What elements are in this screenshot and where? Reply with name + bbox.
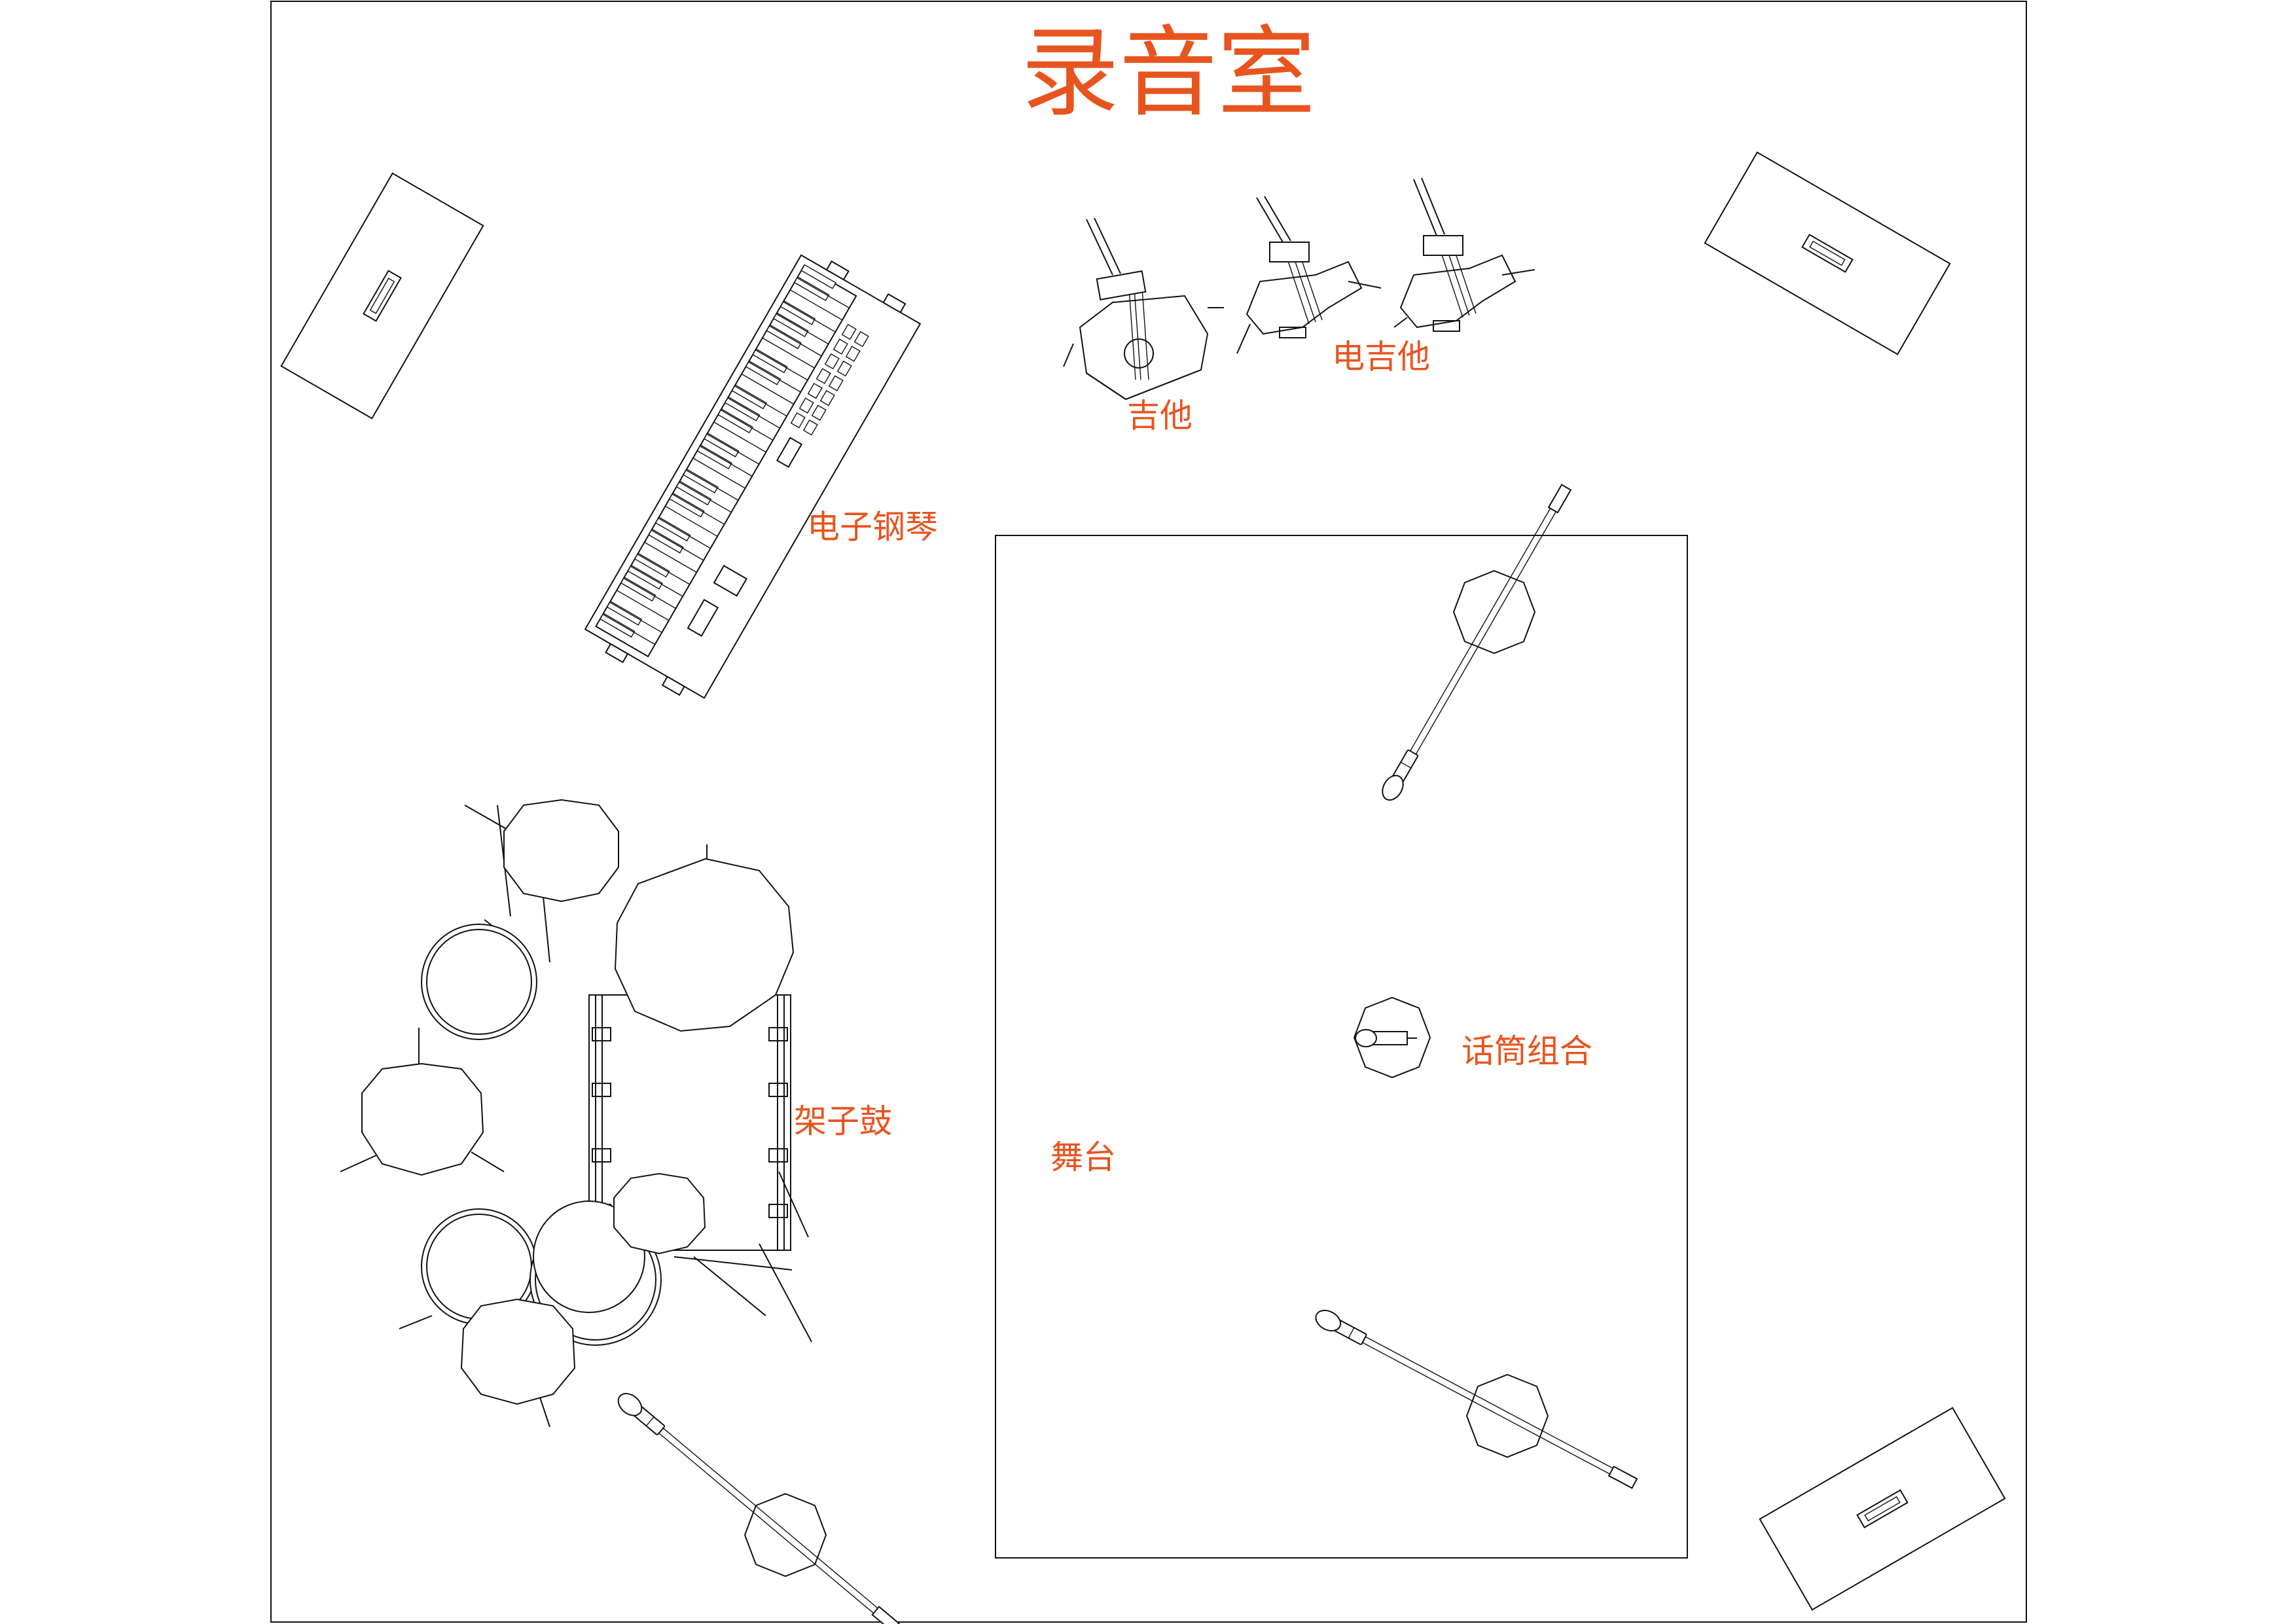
keyboard-black-key [745,360,781,386]
keyboard-key-line [776,313,829,345]
keyboard-black-key [752,348,788,374]
keyboard-key-line [651,530,704,561]
keyboard-button [841,323,857,340]
keyboard-key-line [755,350,808,381]
keyboard-black-key [683,468,719,494]
keyboard-button [833,338,848,355]
keyboard-key-line [720,409,774,441]
keyboard-key-line [602,613,656,645]
keyboard-black-key [773,312,809,338]
speaker-bottom-right [1759,1407,2006,1611]
keyboard-key-line [630,566,683,597]
microphone-set-icon [1353,996,1431,1079]
keyboard-key-line [769,325,822,357]
keyboard-key-line [741,373,795,405]
keyboard-key-line [762,337,815,369]
label-acoustic-guitar: 吉他 [1127,397,1193,435]
keyboard-key-line [685,469,739,501]
keyboard-black-key [793,276,830,302]
speaker-top-left [280,172,484,420]
mic-stand-icon-stage-bottom [1312,1305,1640,1492]
keyboard-key-line [734,386,787,417]
keyboard-button [811,405,827,421]
keyboard-black-key [704,432,740,458]
keyboard-black-key [655,516,691,542]
keyboard-key-line [637,554,691,585]
keyboard-button [802,419,818,436]
label-keyboard: 电子钢琴 [807,508,938,546]
keyboard-button [807,382,823,399]
keyboard-button [828,375,844,391]
label-drum-kit: 架子鼓 [794,1102,892,1140]
keyboard-key-line [658,518,711,549]
keyboard-key-line [783,301,836,333]
keyboard-button [819,389,835,406]
keyboard-black-key [731,384,767,410]
label-stage: 舞台 [1050,1138,1116,1176]
keyboard-black-key [724,396,761,422]
keyboard-key-line [789,289,843,321]
keyboard-black-key [800,264,836,289]
electric-guitar-icon-2 [1393,177,1535,332]
keyboard-black-key [696,444,732,470]
acoustic-guitar-icon [1063,217,1224,401]
label-electric-guitar: 电吉他 [1332,338,1430,376]
keyboard-button [845,346,861,362]
mic-stand-icon-drums [613,1388,903,1624]
keyboard-button [836,360,852,377]
stage-area [995,535,1688,1559]
keyboard-black-key [634,552,670,578]
keyboard-key-line [665,505,718,537]
keyboard-black-key [675,480,712,506]
keyboard-key-line [706,433,760,465]
keyboard-button [824,353,840,370]
keyboard-black-key [717,408,753,433]
electric-guitar-icon-1 [1236,196,1382,354]
keyboard-button [853,331,869,348]
room-wall [270,1,2027,1623]
keyboard-key-line [700,445,753,477]
keyboard-key-line [623,577,676,609]
keyboard-key-line [644,541,697,573]
drum-kit-icon [340,799,812,1428]
keyboard-key-line [692,458,745,489]
label-mic-set: 话筒组合 [1462,1032,1592,1070]
keyboard-black-key [606,600,643,626]
keyboard-button [798,397,814,414]
keyboard-key-line [616,590,670,621]
keyboard-button [816,368,831,384]
keyboard-key-line [679,481,732,513]
keyboard-key-line [596,626,649,657]
speaker-top-right [1704,151,1951,355]
keyboard-button [790,412,806,429]
keyboard-key-line [713,422,766,453]
keyboard-key-line [672,494,725,525]
keyboard-key-line [609,602,662,633]
mic-stand-icon-stage-top [1377,482,1575,804]
keyboard-black-key [669,492,705,518]
keyboard-black-key [620,576,656,602]
keyboard-icon [584,254,922,699]
keyboard-black-key [766,324,802,350]
keyboard-key-line [748,361,801,393]
diagram-title: 录音室 [1021,16,1316,130]
keyboard-black-key [600,613,636,638]
keyboard-black-key [627,564,663,590]
keyboard-key-line [727,397,780,429]
keyboard-black-key [780,300,816,325]
keyboard-black-key [648,528,684,554]
keyboard-key-line [797,277,850,309]
